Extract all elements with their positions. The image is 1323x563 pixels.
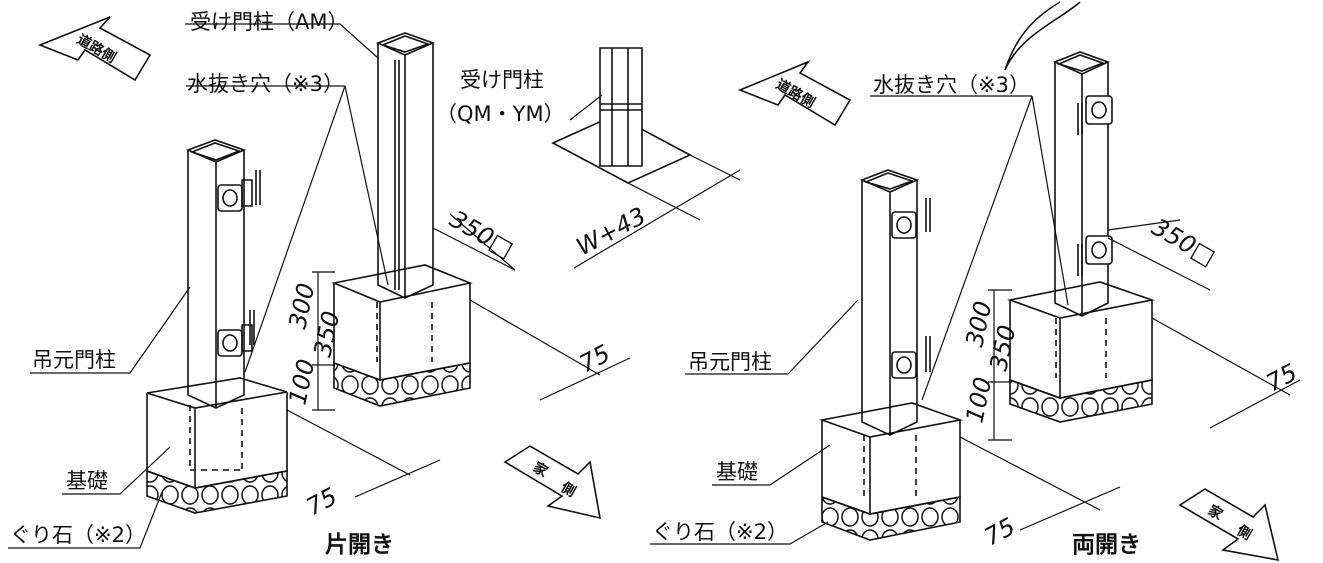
left-receive-post-qm-label: 受け門柱 xyxy=(460,68,544,92)
right-gravel-label: ぐり石（※2） xyxy=(652,520,788,544)
left-receive-post-am-label: 受け門柱（AM） xyxy=(190,10,349,34)
right-foundation-label: 基礎 xyxy=(716,460,758,484)
left-receive-post-am xyxy=(378,33,433,298)
right-road-side-arrow-icon xyxy=(740,62,850,125)
right-second-foundation-block xyxy=(1010,282,1152,422)
left-lower-hinge-icon xyxy=(218,310,254,356)
right-leader-lines xyxy=(650,96,1068,544)
left-hanging-post-label: 吊元門柱 xyxy=(32,348,116,372)
left-dim-100: 100 xyxy=(283,357,320,408)
left-receive-post-qm-label-2: （QM・YM） xyxy=(436,102,565,126)
right-second-hanging-post xyxy=(1055,52,1112,316)
right-hanging-post-label: 吊元門柱 xyxy=(688,350,772,374)
left-hanging-post xyxy=(188,140,260,408)
right-second-lower-hinge-icon xyxy=(1078,236,1112,276)
left-road-side-arrow-icon xyxy=(40,17,150,80)
left-leader-lines xyxy=(8,24,602,548)
right-house-side-text-2: 側 xyxy=(1233,521,1254,543)
left-house-side-text-2: 側 xyxy=(557,478,578,500)
right-lower-hinge-icon xyxy=(892,336,930,378)
right-dimension-lines xyxy=(960,220,1300,530)
left-caption: 片開き xyxy=(325,532,394,558)
right-upper-hinge-icon xyxy=(892,198,930,238)
left-foundation-block xyxy=(147,378,287,513)
right-caption: 両開き xyxy=(1072,532,1141,558)
right-second-upper-hinge-icon xyxy=(1078,96,1112,135)
left-dim-75b: 75 xyxy=(302,482,342,521)
left-drain-hole-label: 水抜き穴（※3） xyxy=(187,72,344,96)
left-dim-75a: 75 xyxy=(575,339,615,378)
speech-bubble-fragment xyxy=(1005,2,1080,70)
right-dim-350sq: 350□ xyxy=(1147,213,1220,271)
left-dimension-lines xyxy=(287,155,740,497)
left-upper-hinge-icon xyxy=(218,170,260,211)
left-foundation-label: 基礎 xyxy=(66,469,108,493)
right-dim-75b: 75 xyxy=(980,512,1020,551)
right-hanging-post xyxy=(862,170,930,435)
right-house-side-arrow-icon xyxy=(1180,489,1278,560)
left-receive-post-qm xyxy=(553,48,690,183)
left-dim-350sq: 350□ xyxy=(445,205,518,263)
left-house-side-arrow-icon xyxy=(505,446,600,518)
left-dim-w43: W+43 xyxy=(572,202,651,262)
right-drain-hole-label: 水抜き穴（※3） xyxy=(873,73,1030,97)
right-dim-100: 100 xyxy=(960,375,997,426)
left-gravel-label: ぐり石（※2） xyxy=(10,523,146,547)
right-foundation-block xyxy=(822,403,960,540)
right-dim-75a: 75 xyxy=(1262,358,1302,397)
left-receive-foundation-block xyxy=(334,265,470,406)
